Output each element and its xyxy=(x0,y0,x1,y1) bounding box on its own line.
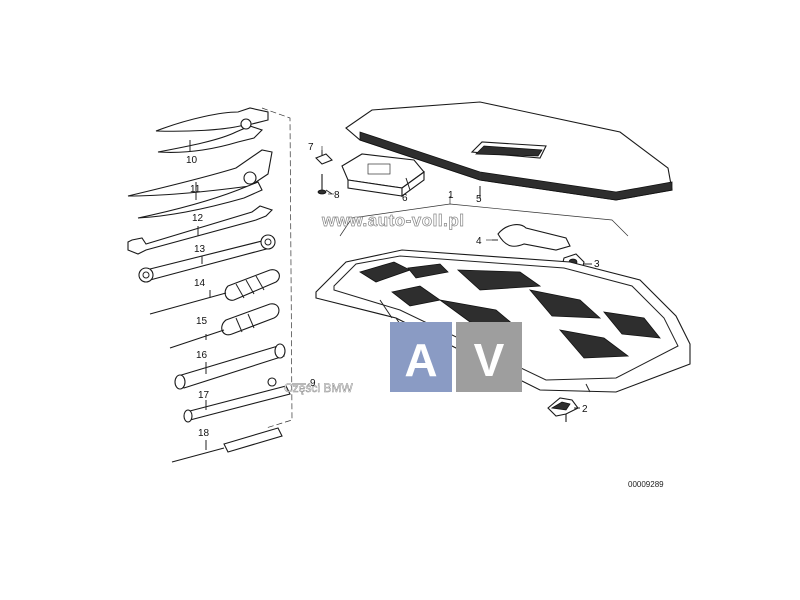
callout-6: 6 xyxy=(402,193,408,204)
callout-5: 5 xyxy=(476,194,482,205)
open-end-wrench-part xyxy=(127,205,274,255)
watermark-letter-a: A xyxy=(404,334,437,386)
callout-1: 1 xyxy=(448,190,454,201)
watermark-parts-text: Części BMW xyxy=(284,381,353,395)
watermark-logo: A V xyxy=(390,322,522,392)
callout-10: 10 xyxy=(186,155,198,166)
tommy-bar-part xyxy=(183,377,291,423)
wing-nut-part xyxy=(547,397,580,422)
tool-kit-cover-part xyxy=(345,101,673,201)
watermark-logo-right-block xyxy=(456,322,522,392)
watermark-logo-left-block xyxy=(390,322,452,392)
callout-3: 3 xyxy=(594,259,600,270)
callout-11: 11 xyxy=(190,184,201,195)
pliers-part xyxy=(155,107,269,153)
diagram-reference-code: 00009289 xyxy=(628,480,664,489)
main-assembly-bracket xyxy=(339,196,629,237)
strap-part xyxy=(492,224,571,251)
ring-spanner-part xyxy=(138,234,276,283)
callout-13: 13 xyxy=(194,244,206,255)
storage-box-part xyxy=(341,153,425,198)
water-pump-pliers-part xyxy=(127,149,273,219)
callout-4: 4 xyxy=(476,236,482,247)
watermark-url: www.auto-voll.pl xyxy=(321,211,464,230)
tool-group-bracket xyxy=(261,107,293,429)
callout-9: 9 xyxy=(310,378,316,389)
callout-14: 14 xyxy=(194,278,206,289)
clip-part xyxy=(315,150,333,165)
callout-15: 15 xyxy=(196,316,208,327)
screw-part xyxy=(317,174,333,195)
callout-2: 2 xyxy=(582,404,588,415)
socket-wrench-part xyxy=(174,343,286,390)
callout-18: 18 xyxy=(198,428,210,439)
callout-8: 8 xyxy=(334,190,340,201)
callout-12: 12 xyxy=(192,213,204,224)
callout-7: 7 xyxy=(308,142,314,153)
leader-lines xyxy=(321,146,592,265)
probe-tool-part xyxy=(171,427,283,463)
screwdriver-large-part xyxy=(149,269,280,315)
callout-17: 17 xyxy=(198,390,210,401)
callout-16: 16 xyxy=(196,350,208,361)
watermark-letter-v: V xyxy=(474,334,505,386)
screwdriver-small-part xyxy=(169,303,280,349)
